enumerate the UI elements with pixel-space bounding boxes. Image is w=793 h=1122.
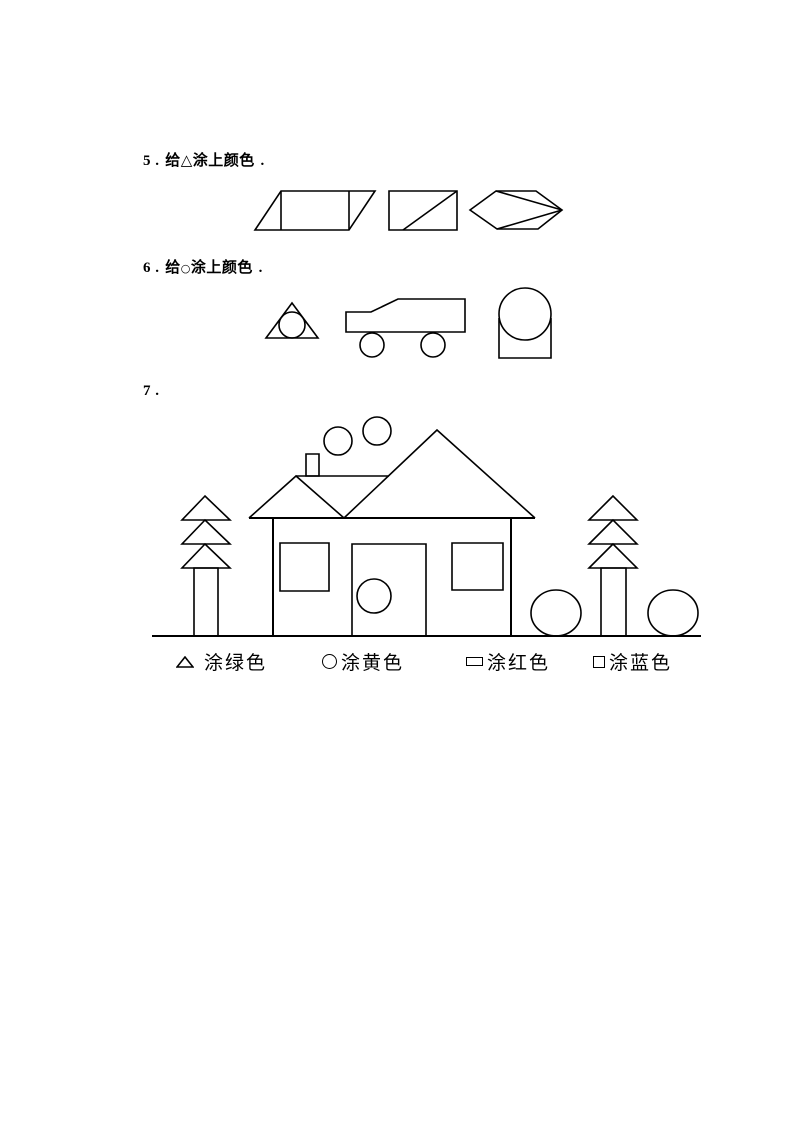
bush-left[interactable] xyxy=(531,590,581,636)
question-7-number: 7 . xyxy=(143,383,160,399)
door-circle[interactable] xyxy=(357,579,391,613)
question-5-text-before: 给 xyxy=(165,151,181,169)
right-tree[interactable] xyxy=(589,496,637,636)
triangle-symbol: △ xyxy=(180,151,193,169)
triangle-icon xyxy=(176,655,194,668)
square-icon xyxy=(593,655,605,668)
left-window[interactable] xyxy=(280,543,329,591)
question-6-title: 6 . 给○涂上颜色 . xyxy=(143,256,263,277)
car-wheel-left xyxy=(360,333,384,357)
car-wheel-right xyxy=(421,333,445,357)
question-5-text-after: 涂上颜色 xyxy=(192,151,255,169)
rectangle-icon xyxy=(466,657,483,666)
legend-label-red: 涂红色 xyxy=(487,652,551,674)
circle-symbol: ○ xyxy=(180,262,191,275)
rectangle-diagonal-figure[interactable] xyxy=(389,191,457,230)
legend-label-green: 涂绿色 xyxy=(204,652,268,674)
legend-triangle-green: 涂绿色 xyxy=(176,648,267,675)
right-window[interactable] xyxy=(452,543,503,590)
question-6-text-after: 涂上颜色 xyxy=(190,258,253,276)
house-roof[interactable] xyxy=(249,430,535,518)
circle-icon xyxy=(322,654,337,669)
legend-rectangle-red: 涂红色 xyxy=(466,648,550,675)
parallelogram-split-figure[interactable] xyxy=(255,191,375,230)
triangle-with-circle-figure[interactable] xyxy=(266,303,318,338)
car-figure[interactable] xyxy=(346,299,465,357)
door[interactable] xyxy=(352,544,426,636)
chimney[interactable] xyxy=(306,454,319,476)
question-5-number: 5 . xyxy=(143,153,160,169)
left-tree[interactable] xyxy=(182,496,230,636)
circle-on-rectangle-figure[interactable] xyxy=(499,288,551,358)
question-6-number: 6 . xyxy=(143,260,160,276)
question-7-title: 7 . xyxy=(143,381,160,400)
hexagon-split-figure[interactable] xyxy=(470,191,562,229)
bush-right[interactable] xyxy=(648,590,698,636)
question-5-end: . xyxy=(260,153,265,169)
legend-label-blue: 涂蓝色 xyxy=(609,652,673,674)
smoke-circle-1[interactable] xyxy=(324,427,352,455)
legend-square-blue: 涂蓝色 xyxy=(593,648,672,675)
question-5-title: 5 . 给△涂上颜色 . xyxy=(143,149,265,170)
legend-label-yellow: 涂黄色 xyxy=(341,652,405,674)
legend-circle-yellow: 涂黄色 xyxy=(322,648,404,675)
smoke-circle-2[interactable] xyxy=(363,417,391,445)
question-6-end: . xyxy=(258,260,263,276)
question-6-text-before: 给 xyxy=(165,258,181,276)
house-scene xyxy=(152,417,701,636)
